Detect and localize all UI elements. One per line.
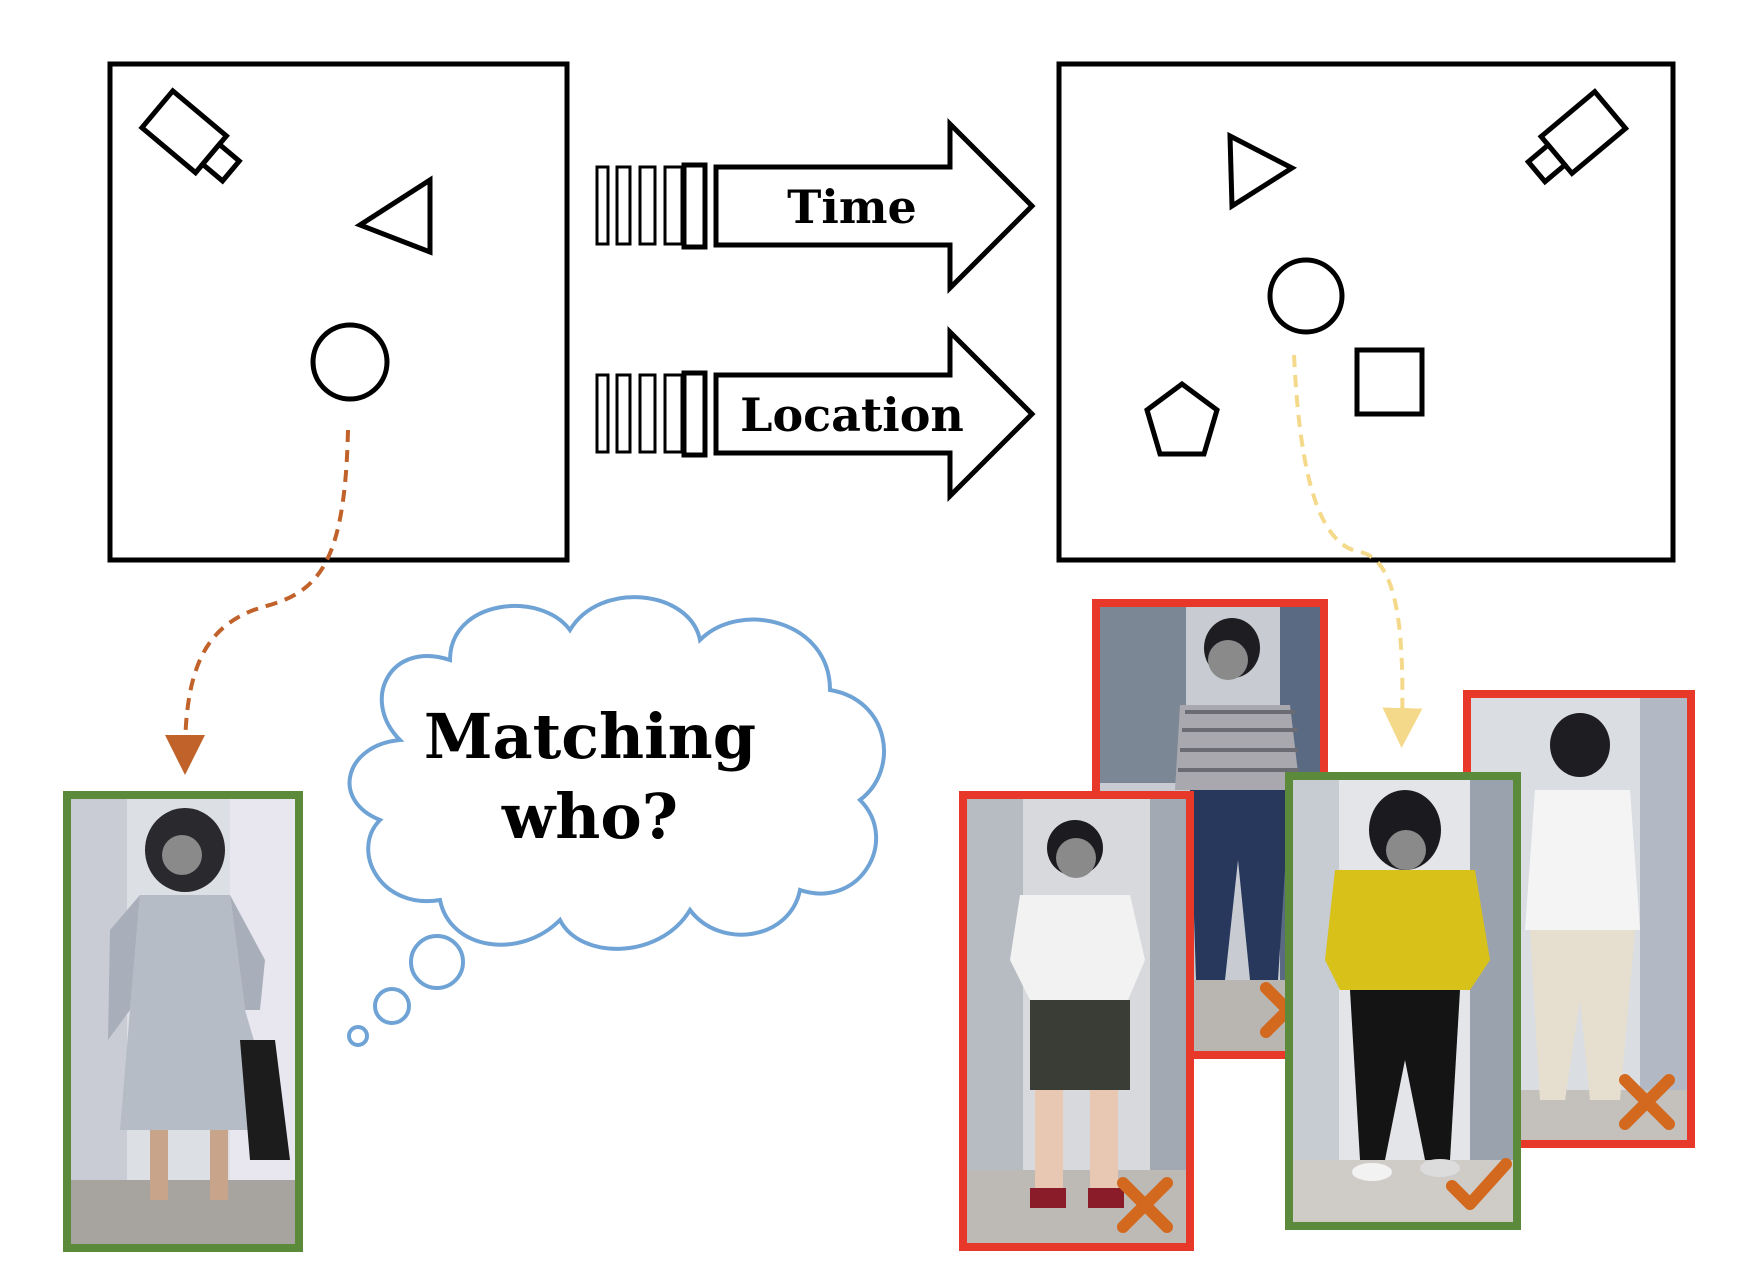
location-label: Location [740,388,964,442]
face-blur [1208,640,1248,680]
nonmatch-frame [959,791,1194,1251]
thought-cloud: Matching who? [347,595,886,1047]
pentagon-shape [1144,380,1220,457]
query-path-dashed [165,429,350,775]
cross-icon [1117,1177,1173,1233]
circle-target [1267,257,1345,335]
face-blur [1056,838,1096,878]
match-frame [1285,772,1521,1230]
square-shape [1354,347,1425,417]
triangle-shape [1227,131,1298,211]
gallery-path-dashed [1292,354,1423,748]
thought-line-1: Matching [424,700,756,773]
camera-icon [1524,88,1630,186]
camera-icon [138,87,243,185]
check-icon [1446,1158,1512,1210]
scene-camera-b [1056,61,1676,563]
circle-target [310,322,390,402]
location-arrow: Location [595,325,1036,503]
match-frame [63,791,303,1252]
scene-camera-a [107,61,570,563]
time-label: Time [787,180,917,234]
gallery-person-2 [959,791,1194,1251]
query-person-image [63,791,303,1252]
gallery-person-3 [1285,772,1521,1230]
time-arrow: Time [595,117,1036,295]
face-blur [1386,830,1426,870]
cross-icon [1619,1074,1675,1130]
thought-line-2: who? [501,780,678,853]
triangle-shape [354,175,433,256]
face-blur [162,835,202,875]
